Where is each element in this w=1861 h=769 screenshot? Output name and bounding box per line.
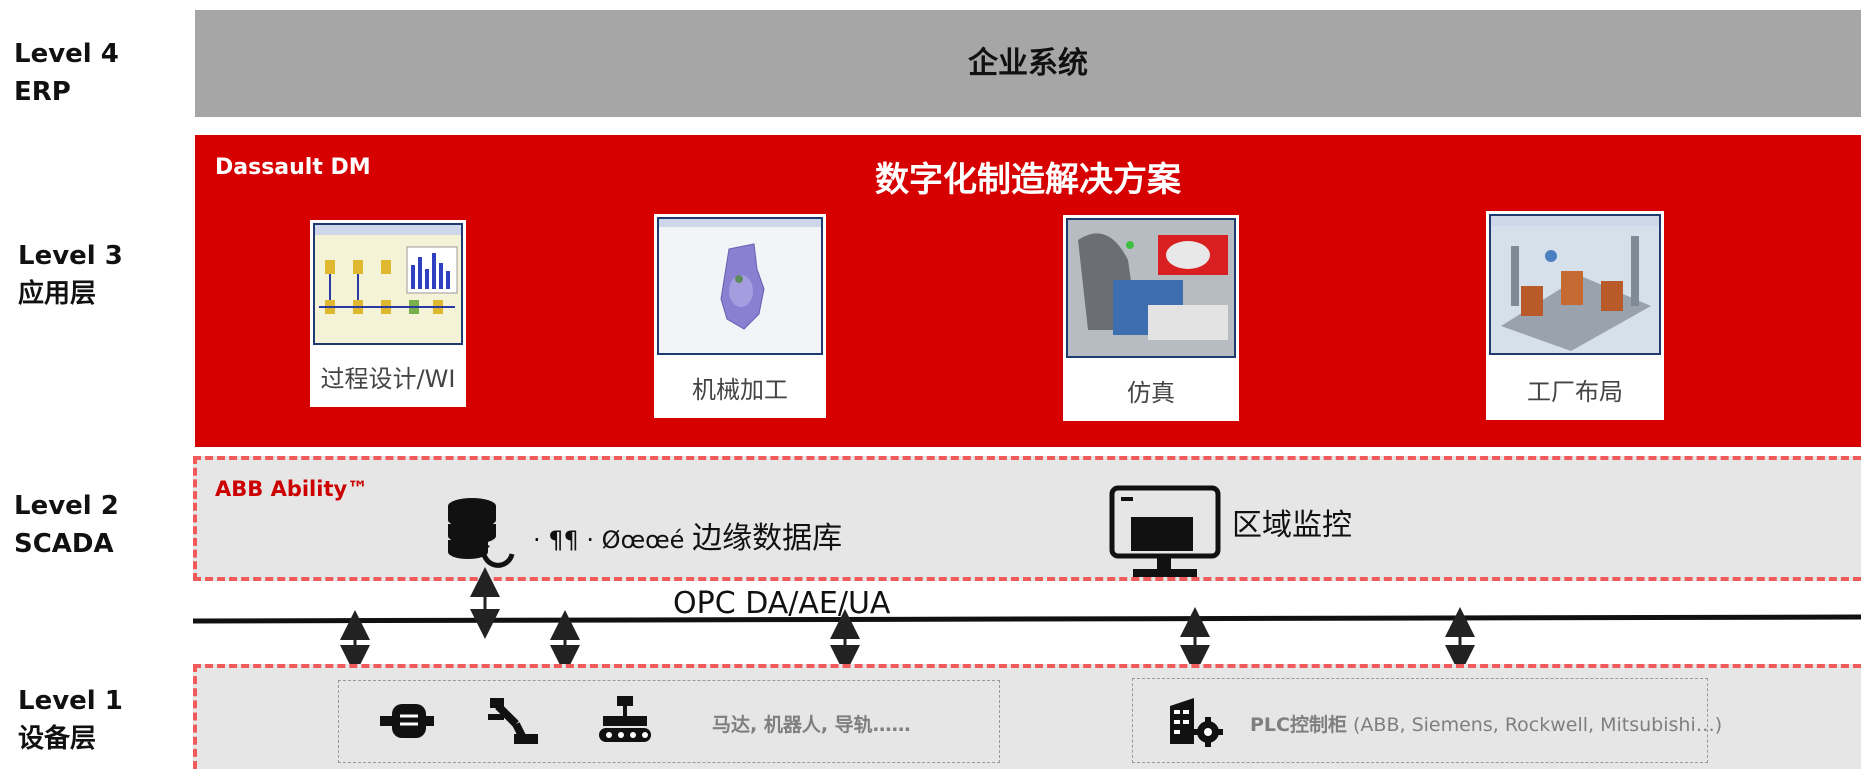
level-2-number: Level 2 — [14, 491, 119, 521]
factory-layout-caption: 工厂布局 — [1486, 364, 1664, 420]
process-design-thumbnail — [313, 223, 463, 345]
dassault-vendor-label: Dassault DM — [215, 155, 371, 180]
plc-cabinet-label: PLC控制柜 (ABB, Siemens, Rockwell, Mitsubis… — [1250, 710, 1722, 737]
motor-icon — [378, 698, 438, 744]
devices-label: 马达, 机器人, 导轨…… — [712, 714, 911, 736]
level-3-name: 应用层 — [18, 279, 97, 309]
factory-layout-thumbnail — [1489, 214, 1661, 355]
process-design-card[interactable]: 过程设计/WI — [310, 220, 466, 407]
edge-database-text: 边缘数据库 — [692, 521, 843, 556]
level-4-number: Level 4 — [14, 39, 119, 69]
opc-bus-label: OPC DA/AE/UA — [673, 586, 891, 621]
equipment-region — [193, 664, 1861, 769]
devices-group-box — [338, 680, 1000, 763]
robot-arm-icon — [486, 694, 542, 746]
process-design-caption: 过程设计/WI — [310, 351, 466, 407]
area-monitoring-label: 区域监控 — [1232, 508, 1352, 543]
level-1-label: Level 1 设备层 — [18, 682, 123, 758]
factory-layout-card[interactable]: 工厂布局 — [1486, 211, 1664, 420]
machining-thumbnail — [657, 217, 823, 355]
monitor-icon — [1109, 485, 1221, 580]
machining-caption: 机械加工 — [654, 362, 826, 418]
level-4-label: Level 4 ERP — [14, 35, 119, 111]
edge-database-label: · ¶¶ · Øœœé 边缘数据库 — [533, 513, 842, 557]
database-icon — [444, 496, 516, 570]
simulation-card[interactable]: 仿真 — [1063, 215, 1239, 421]
digital-manufacturing-title: 数字化制造解决方案 — [875, 160, 1181, 200]
level-2-label: Level 2 SCADA — [14, 487, 119, 563]
level-4-name: ERP — [14, 77, 71, 107]
level-3-label: Level 3 应用层 — [18, 237, 123, 313]
edge-database-garbled-text: · ¶¶ · Øœœé — [533, 526, 693, 554]
machining-card[interactable]: 机械加工 — [654, 214, 826, 418]
level-1-name: 设备层 — [18, 724, 97, 754]
level-3-number: Level 3 — [18, 241, 123, 271]
plc-cabinet-icon — [1166, 694, 1224, 748]
simulation-thumbnail — [1066, 218, 1236, 358]
opc-bus-line — [192, 614, 1861, 624]
abb-ability-vendor-label: ABB Ability™ — [215, 477, 369, 501]
simulation-caption: 仿真 — [1063, 365, 1239, 421]
plc-group-box — [1132, 678, 1708, 763]
enterprise-system-band — [195, 10, 1861, 117]
level-2-name: SCADA — [14, 529, 114, 559]
enterprise-system-title: 企业系统 — [968, 46, 1088, 81]
level-1-number: Level 1 — [18, 686, 123, 716]
plc-cabinet-label-bold: PLC控制柜 — [1250, 714, 1347, 736]
plc-cabinet-label-vendors: (ABB, Siemens, Rockwell, Mitsubishi…) — [1346, 714, 1723, 736]
conveyor-icon — [597, 694, 653, 746]
